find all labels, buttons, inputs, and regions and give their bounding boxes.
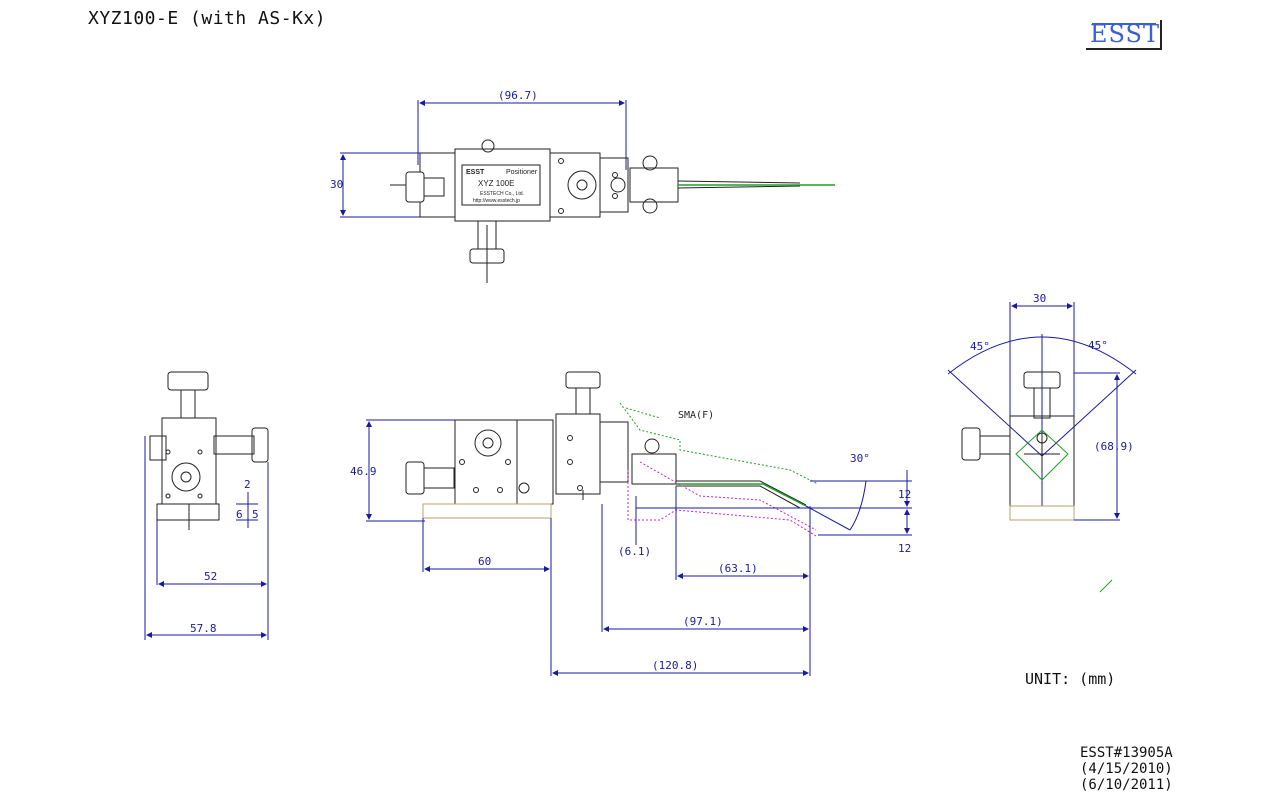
front-view xyxy=(366,371,912,676)
svg-text:http://www.esstech.jp: http://www.esstech.jp xyxy=(473,198,520,204)
svg-text:ESSTECH Co., Ltd.: ESSTECH Co., Ltd. xyxy=(480,191,524,197)
drawing-title: XYZ100-E (with AS-Kx) xyxy=(88,8,327,29)
dim-front-height: 46.9 xyxy=(350,465,377,478)
dim-side-6: 6 xyxy=(236,508,243,521)
dim-span-97: (97.1) xyxy=(683,615,723,628)
document-date-1: (4/15/2010) xyxy=(1080,761,1173,777)
right-view xyxy=(947,302,1137,593)
connector-label: SMA(F) xyxy=(678,410,714,421)
esst-logo: ESST xyxy=(1086,20,1162,50)
dim-right-height: (68.9) xyxy=(1094,440,1134,453)
top-view xyxy=(340,100,835,283)
side-view-left xyxy=(144,371,269,640)
dim-offset: (6.1) xyxy=(618,545,651,558)
dim-right-angle-left: 45° xyxy=(970,340,990,353)
dim-side-2: 2 xyxy=(244,478,251,491)
document-info: ESST#13905A (4/15/2010) (6/10/2011) xyxy=(1080,745,1173,793)
dim-side-57-8: 57.8 xyxy=(190,622,217,635)
unit-label: UNIT: (mm) xyxy=(1025,670,1116,688)
dim-top-width: (96.7) xyxy=(498,89,538,102)
document-date-2: (6/10/2011) xyxy=(1080,777,1173,793)
dim-total-length: (120.8) xyxy=(652,659,698,672)
dim-side-5: 5 xyxy=(252,508,259,521)
logo-text: ESST xyxy=(1090,20,1160,48)
dim-base-length: 60 xyxy=(478,555,491,568)
dim-angle: 30° xyxy=(850,452,870,465)
dim-probe-reach: (63.1) xyxy=(718,562,758,575)
svg-text:ESST: ESST xyxy=(466,169,485,176)
svg-text:Positioner: Positioner xyxy=(506,169,538,176)
dim-side-52: 52 xyxy=(204,570,217,583)
dim-right-width: 30 xyxy=(1033,292,1046,305)
dim-rise-lower: 12 xyxy=(898,542,911,555)
document-number: ESST#13905A xyxy=(1080,745,1173,761)
dim-right-angle-right: 45° xyxy=(1088,339,1108,352)
logo-bar xyxy=(1092,23,1156,25)
dim-top-height: 30 xyxy=(330,178,343,191)
svg-text:XYZ 100E: XYZ 100E xyxy=(478,179,514,188)
name-plate: ESST Positioner XYZ 100E ESSTECH Co., Lt… xyxy=(466,169,538,204)
dim-rise-upper: 12 xyxy=(898,488,911,501)
